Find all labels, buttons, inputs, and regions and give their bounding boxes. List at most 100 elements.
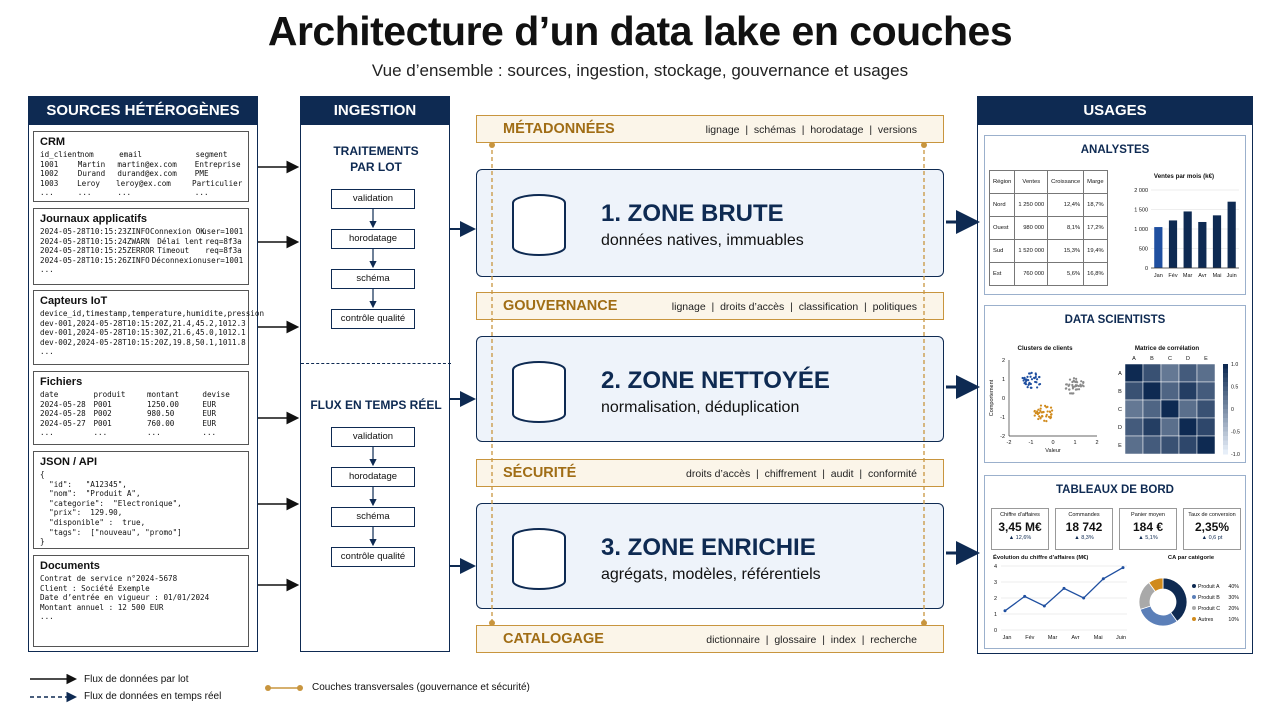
usage-arrows	[946, 210, 980, 565]
heatmap-cell	[1160, 381, 1180, 401]
source-cell: durand@ex.com	[117, 169, 177, 179]
scatter-point	[1037, 417, 1040, 421]
line-point	[1003, 609, 1007, 613]
scatter-point	[1030, 378, 1034, 381]
table-cell: 1 520 000	[1014, 239, 1049, 263]
source-cell: 2024-05-27	[40, 418, 86, 428]
batch-title-line: TRAITEMENTS	[333, 144, 419, 158]
scatter-point	[1036, 410, 1039, 413]
source-cell: Particulier	[192, 178, 243, 188]
band-item: glossaire	[774, 634, 817, 646]
y-tick-label: 3	[994, 580, 997, 586]
scatter-point	[1039, 404, 1043, 407]
zone-raw: 1. ZONE BRUTE données natives, immuables	[476, 169, 944, 277]
source-line: dev-001,2024-05-28T10:15:30Z,21.6,45.0,1…	[40, 328, 246, 338]
kpi-value: 2,35%	[1194, 520, 1230, 534]
band-separator: |	[816, 634, 831, 646]
scatter-point	[1073, 380, 1076, 383]
color-scale-label: -0.5	[1231, 430, 1240, 436]
band-separator: |	[853, 468, 868, 480]
source-cell: Entreprise	[194, 159, 241, 169]
source-cell: montant	[146, 390, 179, 399]
y-tick-label: -1	[1000, 415, 1005, 421]
bar	[1154, 227, 1163, 268]
scatter-point	[1043, 419, 1046, 422]
source-cell: 1001	[40, 159, 59, 169]
heatmap-cell	[1142, 381, 1162, 401]
ingestion-divider	[301, 363, 451, 364]
scatter-point	[1068, 378, 1072, 381]
scatter-point	[1049, 406, 1053, 409]
bar	[1227, 201, 1236, 268]
x-tick-label: 0	[1051, 440, 1054, 446]
heatmap-cell	[1160, 399, 1180, 419]
pie-legend-label: Produit C	[1198, 606, 1220, 612]
source-title: CRM	[40, 136, 66, 148]
kpi-value: 184 €	[1132, 520, 1164, 534]
y-axis-label: Comportement	[989, 379, 995, 416]
usages-header: USAGES	[978, 97, 1252, 125]
x-tick-label: Juin	[1116, 635, 1126, 641]
source-line: "disponible" : true,	[40, 517, 146, 527]
scatter-point	[1023, 378, 1026, 381]
band-separator: |	[795, 124, 811, 136]
source-line: Montant annuel : 12 500 EUR	[40, 602, 164, 612]
source-iot: Capteurs IoT device_id,timestamp,tempera…	[33, 290, 265, 365]
source-arrows	[258, 160, 300, 592]
pie-legend-label: Autres	[1198, 617, 1214, 623]
database-icon	[512, 528, 566, 590]
scatter-point	[1033, 414, 1036, 417]
source-cell: Martin	[77, 159, 106, 169]
source-line: device_id,timestamp,temperature,humidite…	[40, 309, 265, 318]
dashboards-title: TABLEAUX DE BORD	[1056, 484, 1174, 496]
band-item: droits d’accès	[686, 468, 751, 480]
y-tick-label: -2	[1000, 434, 1005, 440]
color-scale-label: 0.5	[1231, 385, 1238, 391]
ingestion-panel: INGESTION TRAITEMENTS PAR LOT FLUX EN TE…	[300, 96, 451, 652]
pie-legend-label: Produit B	[1198, 595, 1220, 601]
scatter-point	[1064, 387, 1067, 390]
x-tick-label: Avr	[1198, 273, 1206, 279]
source-line: "categorie": "Electronique",	[40, 498, 182, 508]
table-cell: Ouest	[988, 216, 1016, 240]
scatter-point	[1046, 405, 1049, 408]
source-row: ............	[40, 428, 242, 438]
band-items: droits d’accès | chiffrement | audit | c…	[686, 468, 917, 480]
x-axis-label: Valeur	[1045, 448, 1061, 454]
source-documents: Documents Contrat de service n°2024-5678…	[33, 555, 249, 647]
source-cell: ...	[93, 428, 108, 438]
heatmap-row-label: D	[1118, 425, 1122, 431]
heatmap-col-label: A	[1132, 356, 1136, 362]
y-tick-label: 0	[994, 628, 997, 634]
color-scale-step	[1223, 431, 1228, 437]
source-cell: devise	[202, 390, 230, 399]
source-line: "id": "A12345",	[40, 479, 127, 489]
source-cell: Connexion OK	[150, 227, 205, 236]
source-cell: PME	[194, 169, 209, 179]
step-horodatage: horodatage	[331, 467, 415, 487]
source-cell: P002	[93, 409, 112, 419]
heatmap-cell	[1124, 399, 1144, 419]
table-cell: 760 000	[1014, 262, 1049, 286]
scatter-point	[1034, 411, 1038, 415]
legend-stream: Flux de données en temps réel	[84, 691, 222, 702]
heatmap-row-label: E	[1118, 443, 1122, 449]
page-subtitle: Vue d’ensemble : sources, ingestion, sto…	[371, 61, 909, 80]
band-items: dictionnaire | glossaire | index | reche…	[706, 634, 917, 646]
source-line: }	[40, 537, 45, 547]
y-tick-label: 500	[1139, 247, 1148, 253]
heatmap-cell	[1196, 381, 1216, 401]
color-scale-step	[1223, 400, 1228, 405]
band-separator: |	[863, 124, 878, 136]
